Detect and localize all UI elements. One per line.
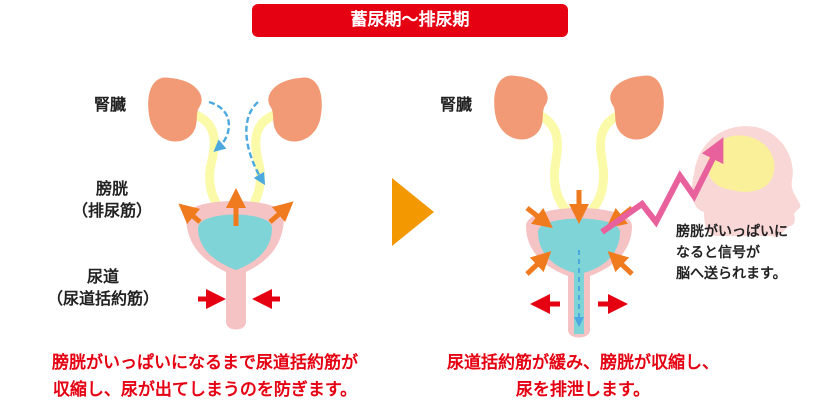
right-kidney-l [494,75,548,140]
right-urethra-urine [574,272,584,334]
right-kidney-r [610,75,664,140]
left-ureter-l [191,110,227,217]
left-kidney-r [268,77,322,142]
signal-text-line1: 膀胱がいっぱいに [676,224,788,240]
right-bladder-urine [538,218,620,274]
bladder-label: 膀胱 （排尿筋） [62,178,162,222]
right-orange-arrow-lr [607,251,634,276]
right-ureter-r [587,111,622,215]
signal-zigzag [600,137,724,235]
left-bladder-urine [198,214,272,270]
urethra-label-sub: （尿道括約筋） [46,289,159,308]
left-caption: 膀胱がいっぱいになるまで尿道括約筋が 収縮し、尿が出てしまうのを防ぎます。 [0,350,410,404]
brain-icon [707,135,775,192]
left-flow-arrow-r [245,101,266,186]
signal-text-line2: なると信号が [676,245,760,261]
left-orange-arrow-ul [178,203,202,225]
left-orange-arrow-ur [268,201,294,224]
left-diagram [148,77,322,330]
urethra-label: 尿道 （尿道括約筋） [28,266,178,310]
right-kidney-label: 腎臓 [439,95,472,114]
urethra-label-main: 尿道 [86,267,119,286]
right-orange-arrow-ul [525,206,553,229]
left-kidney-l [148,77,202,142]
left-kidney-label: 腎臓 [93,95,126,114]
left-ureter-r [243,110,279,217]
right-diagram [494,75,801,338]
right-ureter-l [536,111,571,215]
right-caption: 尿道括約筋が緩み、膀胱が収縮し、 尿を排泄します。 [418,350,748,404]
left-caption-line1: 膀胱がいっぱいになるまで尿道括約筋が [52,353,358,373]
left-flow-arrow-l [208,100,231,152]
right-caption-line1: 尿道括約筋が緩み、膀胱が収縮し、 [447,353,719,373]
stage-arrow-icon [392,178,434,246]
left-caption-line2: 収縮し、尿が出てしまうのを防ぎます。 [52,380,358,400]
page-title: 蓄尿期〜排尿期 [252,4,568,37]
signal-text-line3: 脳へ送られます。 [676,266,787,282]
right-orange-arrow-ll [525,251,552,276]
bladder-label-sub: （排尿筋） [71,201,152,220]
bladder-label-main: 膀胱 [95,179,128,198]
right-caption-line2: 尿を排泄します。 [515,380,651,400]
signal-text: 膀胱がいっぱいに なると信号が 脳へ送られます。 [676,222,816,285]
